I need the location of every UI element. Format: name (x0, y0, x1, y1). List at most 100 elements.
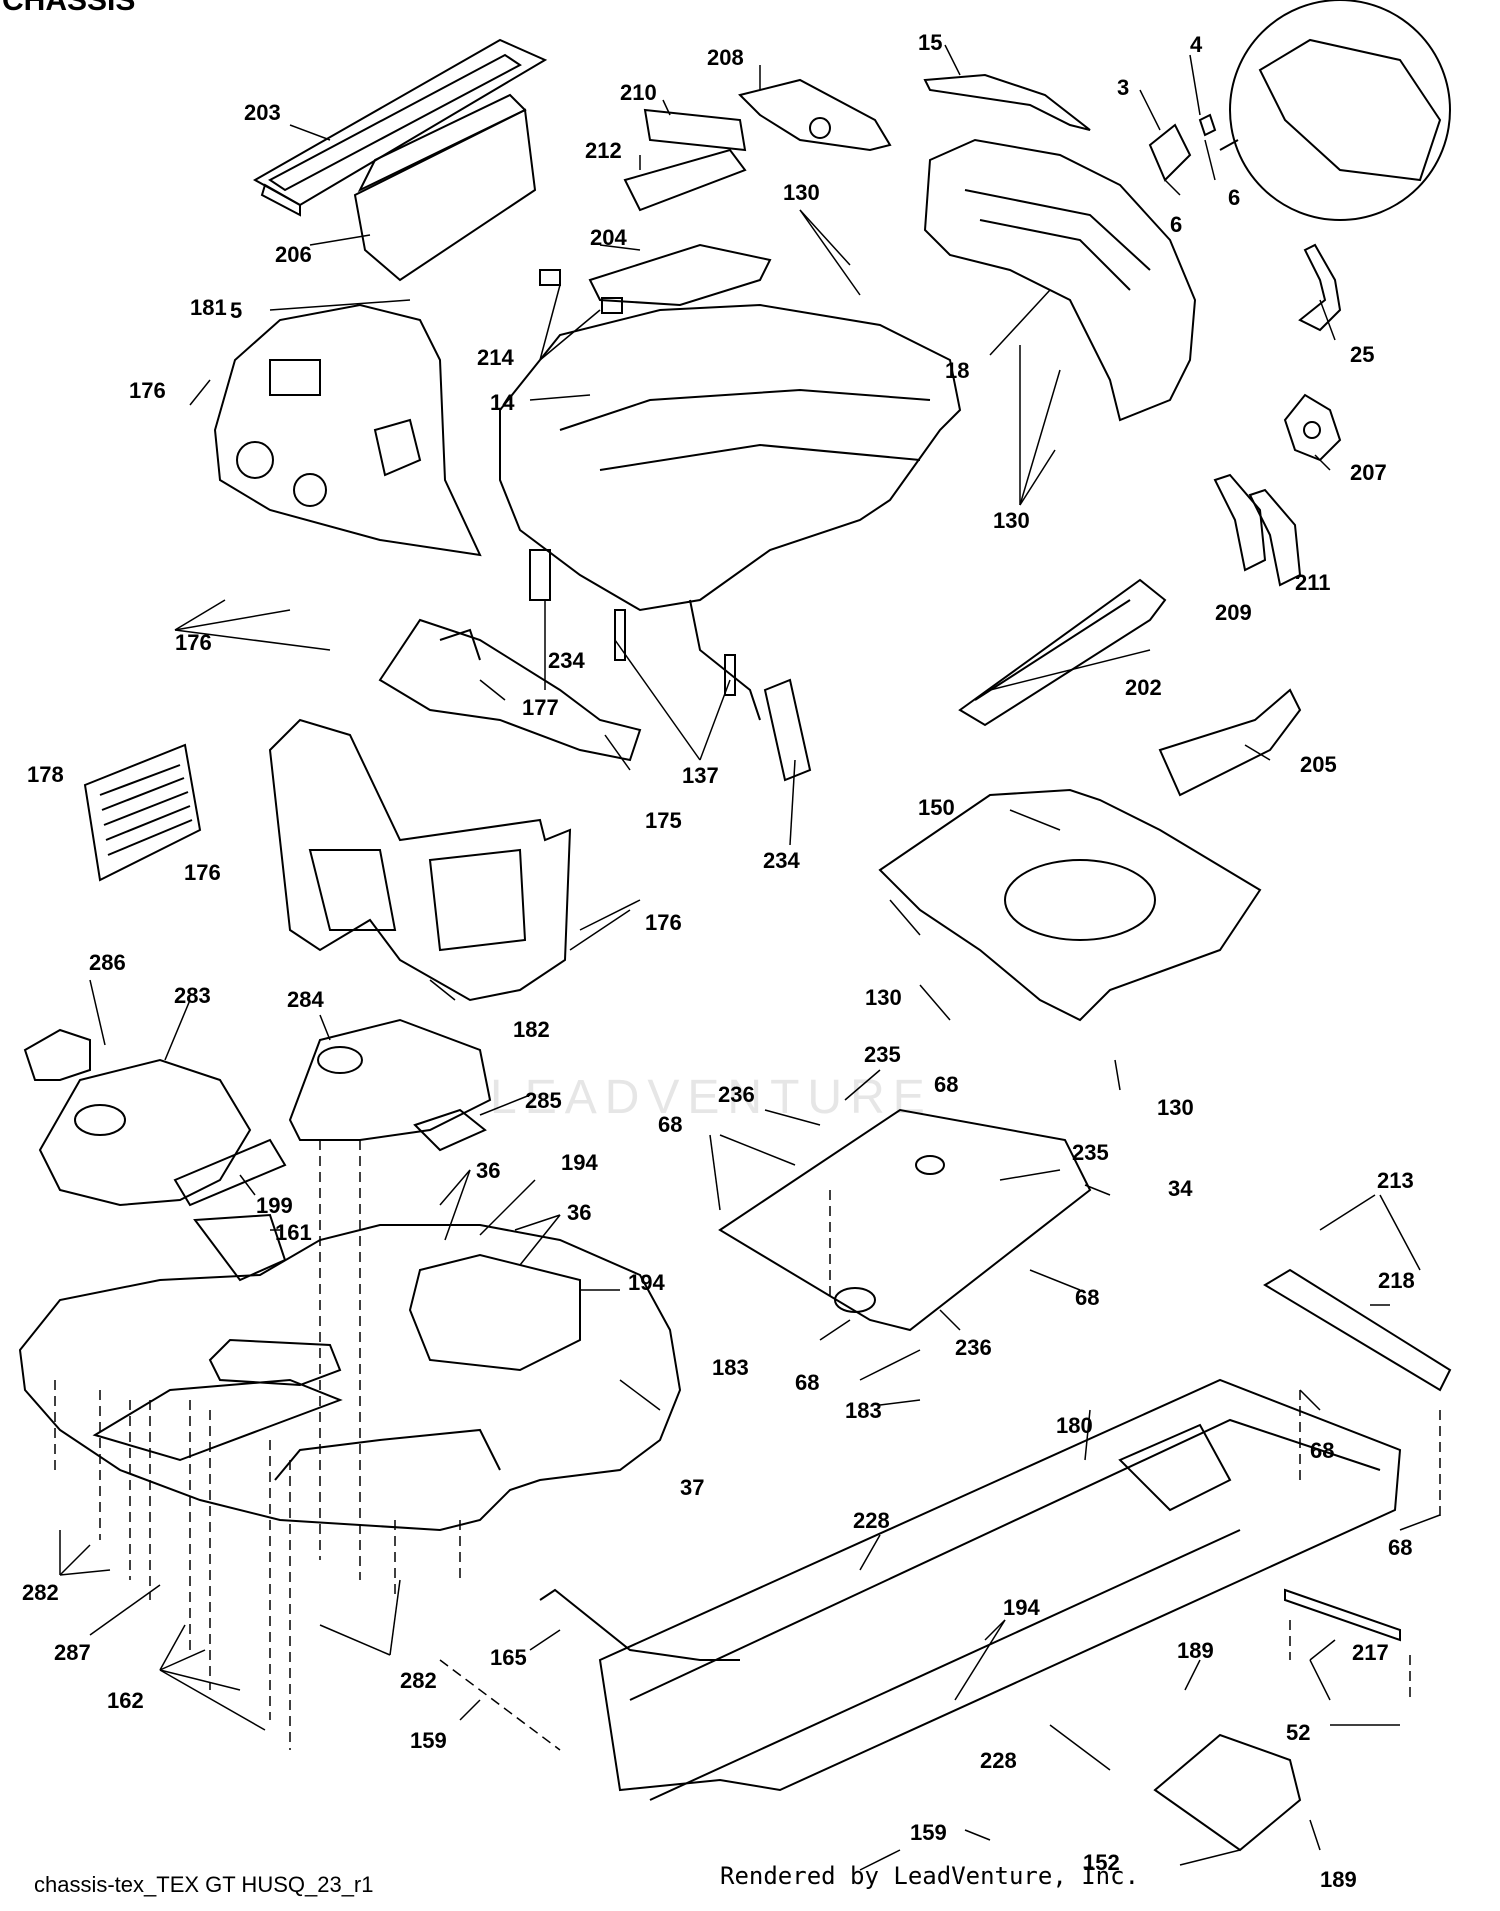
callout-189: 189 (1320, 1867, 1357, 1892)
callout-285: 285 (525, 1088, 562, 1113)
part-284-fender (288, 1018, 492, 1141)
callout-137: 137 (682, 763, 719, 788)
part-207-light (1283, 393, 1342, 462)
callout-130: 130 (865, 985, 902, 1010)
callout-183: 183 (712, 1355, 749, 1380)
callout-206: 206 (275, 242, 312, 267)
callout-194: 194 (561, 1150, 598, 1175)
part-161 (193, 1213, 287, 1282)
callout-228: 228 (980, 1748, 1017, 1773)
part-202-grille (958, 578, 1167, 727)
callout-217: 217 (1352, 1640, 1389, 1665)
callout-234: 234 (763, 848, 800, 873)
part-212-mesh (623, 148, 747, 212)
callout-284: 284 (287, 987, 324, 1012)
callout-212: 212 (585, 138, 622, 163)
callout-36: 36 (567, 1200, 591, 1225)
part-209-mesh (1213, 473, 1267, 572)
callout-4: 4 (1190, 32, 1203, 57)
callout-209: 209 (1215, 600, 1252, 625)
dashed-leaders (54, 1140, 1441, 1751)
callout-210: 210 (620, 80, 657, 105)
callout-283: 283 (174, 983, 211, 1008)
callout-208: 208 (707, 45, 744, 70)
callout-130: 130 (1157, 1095, 1194, 1120)
callout-68: 68 (934, 1072, 958, 1097)
part-206-frame (353, 93, 537, 282)
part-5-dash (213, 303, 482, 557)
part-211-mesh (1248, 488, 1302, 587)
callout-150: 150 (918, 795, 955, 820)
callout-194: 194 (628, 1270, 665, 1295)
callout-14: 14 (490, 390, 515, 415)
part-217-link (1284, 1588, 1401, 1642)
part-286 (23, 1028, 91, 1081)
part-203-grille (252, 38, 548, 217)
callout-152: 152 (1083, 1850, 1120, 1875)
callout-68: 68 (658, 1112, 682, 1137)
callout-282: 282 (400, 1668, 437, 1693)
part-25 (1298, 243, 1342, 332)
part-3-light-mount (1148, 113, 1217, 182)
callout-6: 6 (1228, 185, 1240, 210)
callout-15: 15 (918, 30, 942, 55)
callout-130: 130 (993, 508, 1030, 533)
callout-159: 159 (410, 1728, 447, 1753)
callout-213: 213 (1377, 1168, 1414, 1193)
callout-6: 6 (1170, 212, 1182, 237)
detail-circle (1219, 0, 1451, 221)
callout-162: 162 (107, 1688, 144, 1713)
callout-130: 130 (783, 180, 820, 205)
callout-3: 3 (1117, 75, 1129, 100)
callout-labels: 203 206 210 212 208 15 3 4 6 6 25 207 20… (22, 30, 1415, 1892)
callout-176: 176 (184, 860, 221, 885)
callout-236: 236 (955, 1335, 992, 1360)
callout-68: 68 (795, 1370, 819, 1395)
part-15-trim (923, 73, 1091, 131)
part-204-hood-insert (588, 243, 772, 307)
callout-214: 214 (477, 345, 514, 370)
part-175-bracket (378, 618, 642, 762)
callout-68: 68 (1075, 1285, 1099, 1310)
callout-178: 178 (27, 762, 64, 787)
callout-161: 161 (275, 1220, 312, 1245)
callout-194: 194 (1003, 1595, 1040, 1620)
part-182-dash-lower (268, 718, 572, 1002)
callout-234: 234 (548, 648, 585, 673)
part-285 (413, 1108, 487, 1152)
part-37-body (18, 1224, 682, 1532)
callout-68: 68 (1388, 1535, 1412, 1560)
page-title: CHASSIS (2, 0, 136, 17)
part-218-bracket (1263, 1268, 1452, 1392)
leader-lines (59, 44, 1441, 1871)
callout-182: 182 (513, 1017, 550, 1042)
part-165-rod (539, 1588, 740, 1661)
callout-68: 68 (1310, 1438, 1334, 1463)
callout-199: 199 (256, 1193, 293, 1218)
callout-235: 235 (864, 1042, 901, 1067)
part-214-clip (539, 269, 623, 314)
part-180-frame (598, 1378, 1402, 1801)
callout-176: 176 (175, 630, 212, 655)
callout-183: 183 (845, 1398, 882, 1423)
callout-5: 5 (230, 298, 242, 323)
callout-176: 176 (129, 378, 166, 403)
part-208-bracket (738, 78, 892, 152)
callout-203: 203 (244, 100, 281, 125)
part-283-fender (38, 1058, 252, 1207)
part-137-strip (529, 549, 736, 696)
callout-228: 228 (853, 1508, 890, 1533)
callout-218: 218 (1378, 1268, 1415, 1293)
callout-181: 181 (190, 295, 227, 320)
part-18-hood-front (923, 138, 1197, 422)
callout-205: 205 (1300, 752, 1337, 777)
callout-52: 52 (1286, 1720, 1310, 1745)
callout-177: 177 (522, 695, 559, 720)
watermark: LEADVENTURE (490, 1071, 933, 1124)
callout-204: 204 (590, 225, 627, 250)
part-150-tunnel (878, 788, 1262, 1022)
callout-176: 176 (645, 910, 682, 935)
part-234-pad (763, 678, 812, 782)
callout-287: 287 (54, 1640, 91, 1665)
